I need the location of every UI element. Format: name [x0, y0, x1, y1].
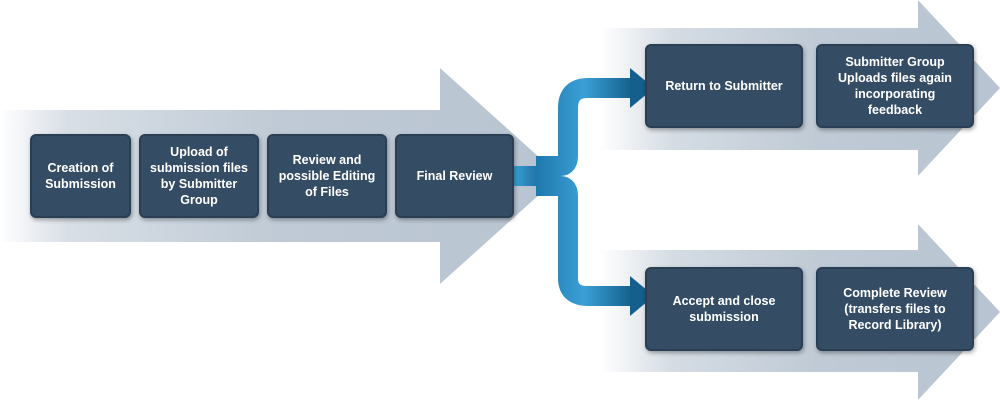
- step-review-and-editing: Review and possible Editing of Files: [267, 134, 387, 218]
- step-label: Final Review: [416, 169, 493, 183]
- step-label: Submitter Group Uploads files again inco…: [838, 55, 952, 117]
- step-label: Upload of submission files by Submitter …: [150, 145, 248, 207]
- step-creation-of-submission: Creation of Submission: [30, 134, 131, 218]
- step-label: Return to Submitter: [665, 79, 783, 93]
- step-upload-submission-files: Upload of submission files by Submitter …: [139, 134, 259, 218]
- step-accept-and-close: Accept and close submission: [645, 267, 803, 351]
- step-complete-review: Complete Review (transfers files to Reco…: [816, 267, 974, 351]
- step-label: Review and possible Editing of Files: [278, 153, 376, 199]
- step-final-review: Final Review: [395, 134, 514, 218]
- step-return-to-submitter: Return to Submitter: [645, 44, 803, 128]
- step-label: Creation of Submission: [45, 161, 116, 191]
- branch-connector-icon: [514, 68, 654, 316]
- step-submitter-reupload: Submitter Group Uploads files again inco…: [816, 44, 974, 128]
- step-label: Accept and close submission: [672, 294, 776, 324]
- step-label: Complete Review (transfers files to Reco…: [843, 286, 947, 332]
